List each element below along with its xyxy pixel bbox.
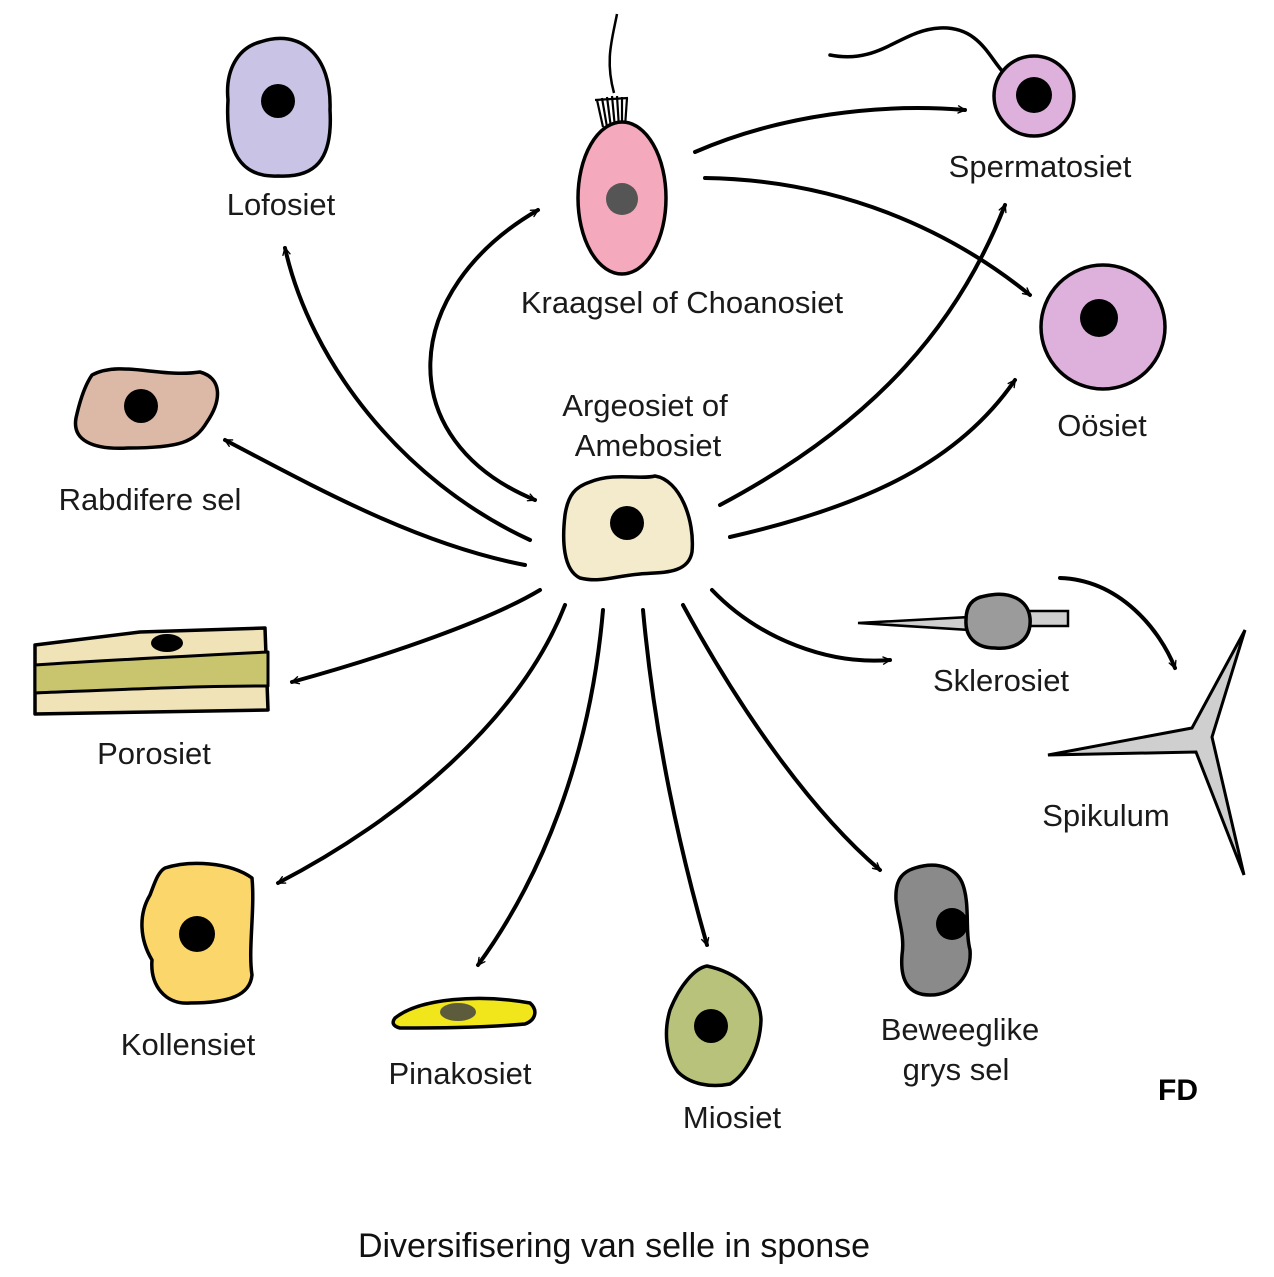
arrow-choanosiet-to-spermatosiet <box>693 108 967 154</box>
arrow-amebosiet-to-oosiet <box>728 378 1017 539</box>
spikulum: Spikulum <box>1042 629 1247 876</box>
label-oosiet: Oösiet <box>1057 408 1147 443</box>
arrows <box>223 26 1177 967</box>
cell-miosiet: Miosiet <box>664 964 782 1135</box>
cell-porosiet: Porosiet <box>33 626 270 771</box>
nucleus <box>936 908 968 940</box>
flagellum-spermatosiet <box>828 26 1007 76</box>
nucleus <box>1016 77 1052 113</box>
nucleus <box>1080 299 1118 337</box>
cell-beweeglike-grys-sel: Beweeglike grys sel <box>881 863 1040 1087</box>
cell-band <box>33 650 270 695</box>
arrow-amebosiet-to-spermatosiet <box>718 203 1007 507</box>
cell-body <box>894 863 972 997</box>
flagellum-icon <box>608 13 619 94</box>
cell-oosiet: Oösiet <box>1039 263 1167 443</box>
cell-amebosiet: Argeosiet of Amebosiet <box>561 388 728 582</box>
cell-spermatosiet: Spermatosiet <box>949 54 1132 184</box>
arrow-to-rabdifere <box>223 438 527 567</box>
nucleus <box>440 1003 476 1021</box>
label-miosiet: Miosiet <box>683 1100 782 1135</box>
cell-pinakosiet: Pinakosiet <box>388 996 537 1091</box>
nucleus <box>610 506 644 540</box>
nucleus <box>261 84 295 118</box>
nucleus <box>606 183 638 215</box>
label-spikulum: Spikulum <box>1042 798 1170 833</box>
arrow-sklerosiet-to-spikulum <box>1058 576 1177 670</box>
label-rabdifere-sel: Rabdifere sel <box>59 482 242 517</box>
cell-choanosiet: Kraagsel of Choanosiet <box>521 13 844 320</box>
label-spermatosiet: Spermatosiet <box>949 149 1132 184</box>
cell-sklerosiet: Sklerosiet <box>857 592 1069 698</box>
arrow-to-pinakosiet <box>476 608 605 967</box>
arrow-to-sklerosiet <box>710 588 892 661</box>
nucleus <box>151 634 183 652</box>
cell-body <box>964 592 1032 650</box>
label-choanosiet: Kraagsel of Choanosiet <box>521 285 844 320</box>
label-sklerosiet: Sklerosiet <box>933 663 1069 698</box>
cell-body <box>1047 629 1247 876</box>
label-amebosiet-line2: Amebosiet <box>575 428 722 463</box>
label-porosiet: Porosiet <box>97 736 211 771</box>
diagram-title: Diversifisering van selle in sponse <box>358 1227 870 1265</box>
nucleus <box>694 1009 728 1043</box>
label-grys-sel-line1: Beweeglike <box>881 1012 1040 1047</box>
arrow-to-kollensiet <box>276 603 567 885</box>
cell-rabdifere-sel: Rabdifere sel <box>59 367 242 517</box>
cell-lofosiet: Lofosiet <box>225 36 336 222</box>
label-kollensiet: Kollensiet <box>121 1027 256 1062</box>
signature-fd: FD <box>1158 1074 1198 1107</box>
cell-kollensiet: Kollensiet <box>121 861 256 1062</box>
arrow-to-miosiet <box>641 608 707 947</box>
arrow-choanosiet-to-oosiet <box>703 176 1032 297</box>
label-pinakosiet: Pinakosiet <box>388 1056 531 1091</box>
nucleus <box>124 389 158 423</box>
arrow-to-lofosiet <box>285 246 532 542</box>
label-grys-sel-line2: grys sel <box>903 1052 1010 1087</box>
spine <box>857 615 972 632</box>
label-lofosiet: Lofosiet <box>227 187 336 222</box>
nucleus <box>179 916 215 952</box>
arrow-to-grys-sel <box>681 603 882 872</box>
arrow-to-porosiet <box>290 588 542 682</box>
arrow-choanosiet-amebosiet <box>428 208 540 502</box>
label-amebosiet-line1: Argeosiet of <box>562 388 728 423</box>
